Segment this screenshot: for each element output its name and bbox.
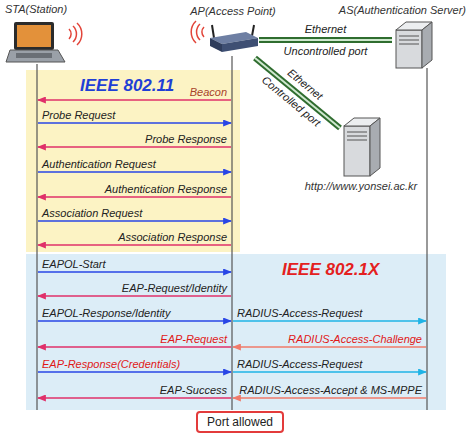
message-arrow <box>233 371 426 372</box>
router-front <box>210 38 222 52</box>
link-label: Ethernet <box>305 23 347 36</box>
server-side <box>422 22 432 68</box>
wireless-waves <box>69 21 204 45</box>
message-label: Probe Response <box>145 133 227 146</box>
message-arrow <box>38 146 231 147</box>
antenna <box>252 25 254 36</box>
antenna <box>212 25 214 38</box>
server-front <box>396 30 422 68</box>
message-arrow <box>233 346 426 347</box>
server-front <box>344 126 370 176</box>
drive-bay <box>399 36 419 37</box>
laptop-icon <box>6 22 65 62</box>
message-label: RADIUS-Access-Request <box>237 358 362 371</box>
server-side <box>370 118 380 176</box>
message-label: Authentication Request <box>42 158 156 171</box>
message-arrow <box>38 196 231 197</box>
message-label: Beacon <box>190 86 227 99</box>
message-arrow <box>38 397 231 398</box>
port-label: Uncontrolled port <box>284 45 368 58</box>
wave-arc <box>77 23 82 45</box>
message-label: EAP-Response(Credentials) <box>42 358 180 371</box>
drive-bay <box>347 136 367 137</box>
message-arrow <box>233 320 426 321</box>
status-text: Port allowed <box>207 414 273 430</box>
access-point-node: AP(Access Point) <box>207 24 259 58</box>
wave-arc <box>191 21 196 43</box>
node-title: http://www.yonsei.ac.kr <box>305 180 418 192</box>
ethernet-link <box>255 58 340 128</box>
message-arrow <box>38 271 231 272</box>
message-label: Association Request <box>42 207 142 220</box>
message-label: RADIUS-Access-Request <box>237 307 362 320</box>
station-node: STA(Station) <box>6 22 66 66</box>
band-title: IEEE 802.1X <box>282 260 379 280</box>
drive-bay <box>399 40 419 41</box>
message-label: Authentication Response <box>105 183 227 196</box>
message-arrow <box>38 220 231 221</box>
message-label: EAP-Request/Identity <box>122 282 227 295</box>
node-title: AP(Access Point) <box>190 5 276 17</box>
wave-arc <box>69 29 71 39</box>
message-arrow <box>38 346 231 347</box>
message-arrow <box>38 122 231 123</box>
wave-arc <box>197 24 200 40</box>
laptop-display <box>17 25 51 47</box>
server-icon <box>396 22 432 68</box>
auth-server-node: AS(Authentication Server) <box>392 22 432 70</box>
message-arrow <box>38 295 231 296</box>
lifeline <box>426 68 427 410</box>
status-box: Port allowed <box>196 411 284 433</box>
lifeline <box>231 56 232 410</box>
laptop-screen <box>14 22 54 50</box>
server-icon <box>344 118 380 176</box>
message-label: EAPOL-Response/Identity <box>42 307 170 320</box>
drive-bay <box>347 132 367 133</box>
laptop-keyboard <box>16 53 52 58</box>
lifeline <box>36 64 37 410</box>
node-title: AS(Authentication Server) <box>339 4 466 16</box>
cable-outer <box>255 58 340 128</box>
message-arrow <box>233 397 426 398</box>
message-arrow <box>38 171 231 172</box>
ethernet-link <box>259 40 392 41</box>
cable-inner <box>259 39 392 41</box>
message-label: EAP-Success <box>160 384 227 397</box>
message-label: RADIUS-Access-Accept & MS-MPPE <box>239 384 422 397</box>
access-point-icon <box>210 25 258 52</box>
drive-bay <box>399 44 419 45</box>
cable-outer <box>259 37 392 43</box>
message-arrow <box>38 371 231 372</box>
laptop-base <box>6 50 65 62</box>
band-title: IEEE 802.11 <box>80 76 174 96</box>
web-server-node: http://www.yonsei.ac.kr <box>340 118 382 178</box>
message-arrow <box>38 320 231 321</box>
wave-arc <box>202 27 204 37</box>
drive-bay <box>347 140 367 141</box>
wave-arc <box>73 26 76 42</box>
message-label: EAPOL-Start <box>42 258 106 271</box>
message-label: Probe Request <box>42 109 115 122</box>
node-title: STA(Station) <box>5 3 67 15</box>
message-label: EAP-Request <box>160 333 227 346</box>
message-label: Association Response <box>118 231 227 244</box>
cable-inner <box>255 58 340 128</box>
message-arrow <box>38 244 231 245</box>
router-side <box>222 38 258 52</box>
message-label: RADIUS-Access-Challenge <box>288 333 422 346</box>
message-arrow <box>38 99 231 100</box>
